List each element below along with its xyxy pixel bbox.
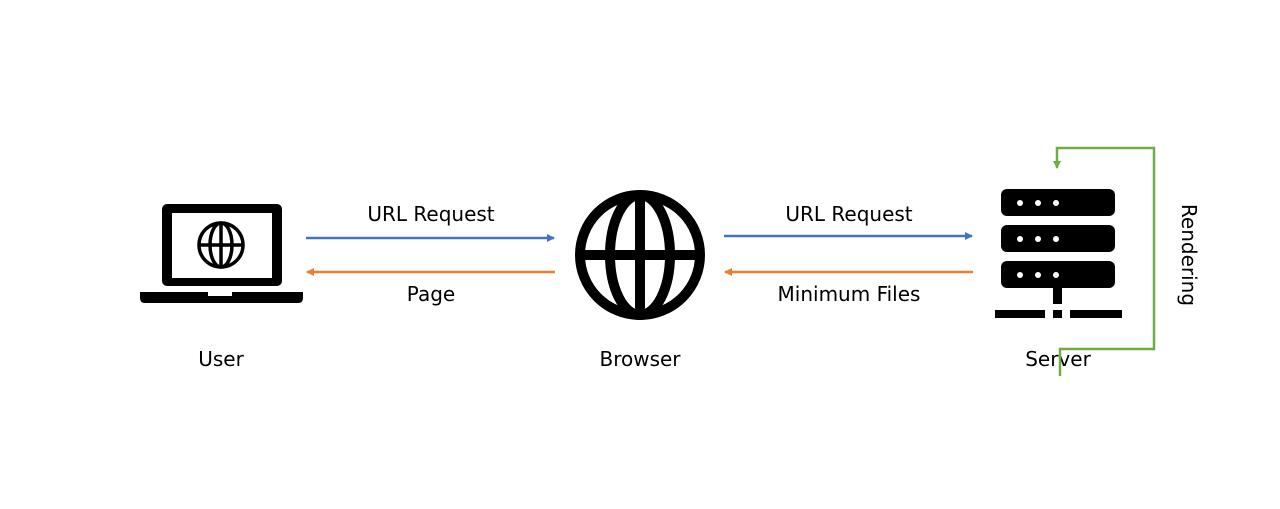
user-label: User	[198, 347, 244, 371]
globe-icon	[575, 190, 705, 320]
arrow-server-rendering-loop	[1053, 146, 1156, 376]
screen-globe-icon	[197, 221, 245, 269]
laptop-globe-icon	[140, 204, 303, 303]
server-to-browser-label: Minimum Files	[778, 282, 921, 306]
browser-to-server-label: URL Request	[785, 202, 912, 226]
browser-label: Browser	[599, 347, 681, 371]
server-loop-label: Rendering	[1177, 204, 1201, 306]
user-to-browser-label: URL Request	[367, 202, 494, 226]
server-rack-icon	[995, 189, 1122, 318]
browser-to-user-label: Page	[407, 282, 455, 306]
server-label: Server	[1025, 347, 1091, 371]
